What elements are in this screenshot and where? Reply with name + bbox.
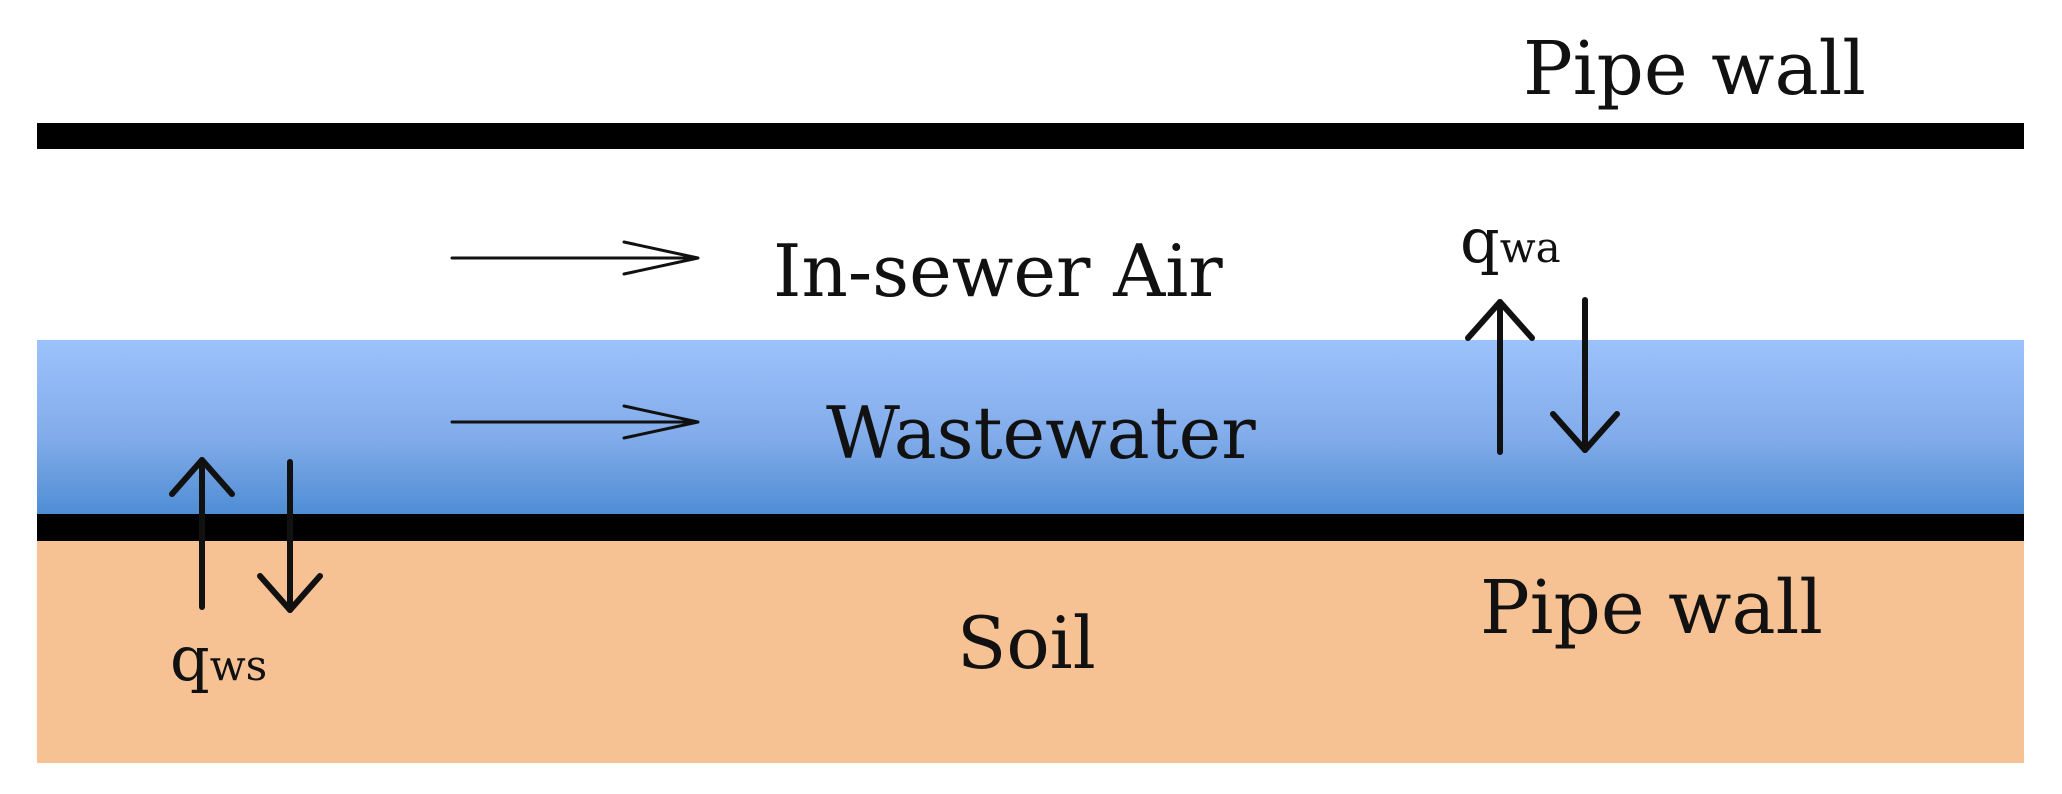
- soil-label: Soil: [957, 601, 1096, 685]
- wastewater-label: Wastewater: [826, 391, 1256, 475]
- q-wa-subscript: wa: [1500, 223, 1561, 272]
- bottom-pipe-wall: [37, 514, 2024, 541]
- q-ws-label: qws: [170, 622, 267, 695]
- bottom-pipe-wall-label: Pipe wall: [1480, 565, 1823, 651]
- top-pipe-wall: [37, 123, 2024, 149]
- q-ws-subscript: ws: [210, 641, 268, 690]
- in-sewer-air-label: In-sewer Air: [773, 229, 1223, 313]
- q-wa-label: qwa: [1460, 204, 1561, 277]
- water-flow-arrow: [450, 404, 700, 440]
- q-wa-base: q: [1460, 204, 1500, 277]
- top-pipe-wall-label: Pipe wall: [1523, 26, 1866, 112]
- air-flow-arrow: [450, 240, 700, 276]
- water-soil-exchange-arrows: [169, 457, 323, 613]
- q-ws-base: q: [170, 622, 210, 695]
- wastewater-layer: [37, 340, 2024, 515]
- soil-layer: [37, 540, 2024, 763]
- water-air-exchange-arrows: [1465, 297, 1620, 455]
